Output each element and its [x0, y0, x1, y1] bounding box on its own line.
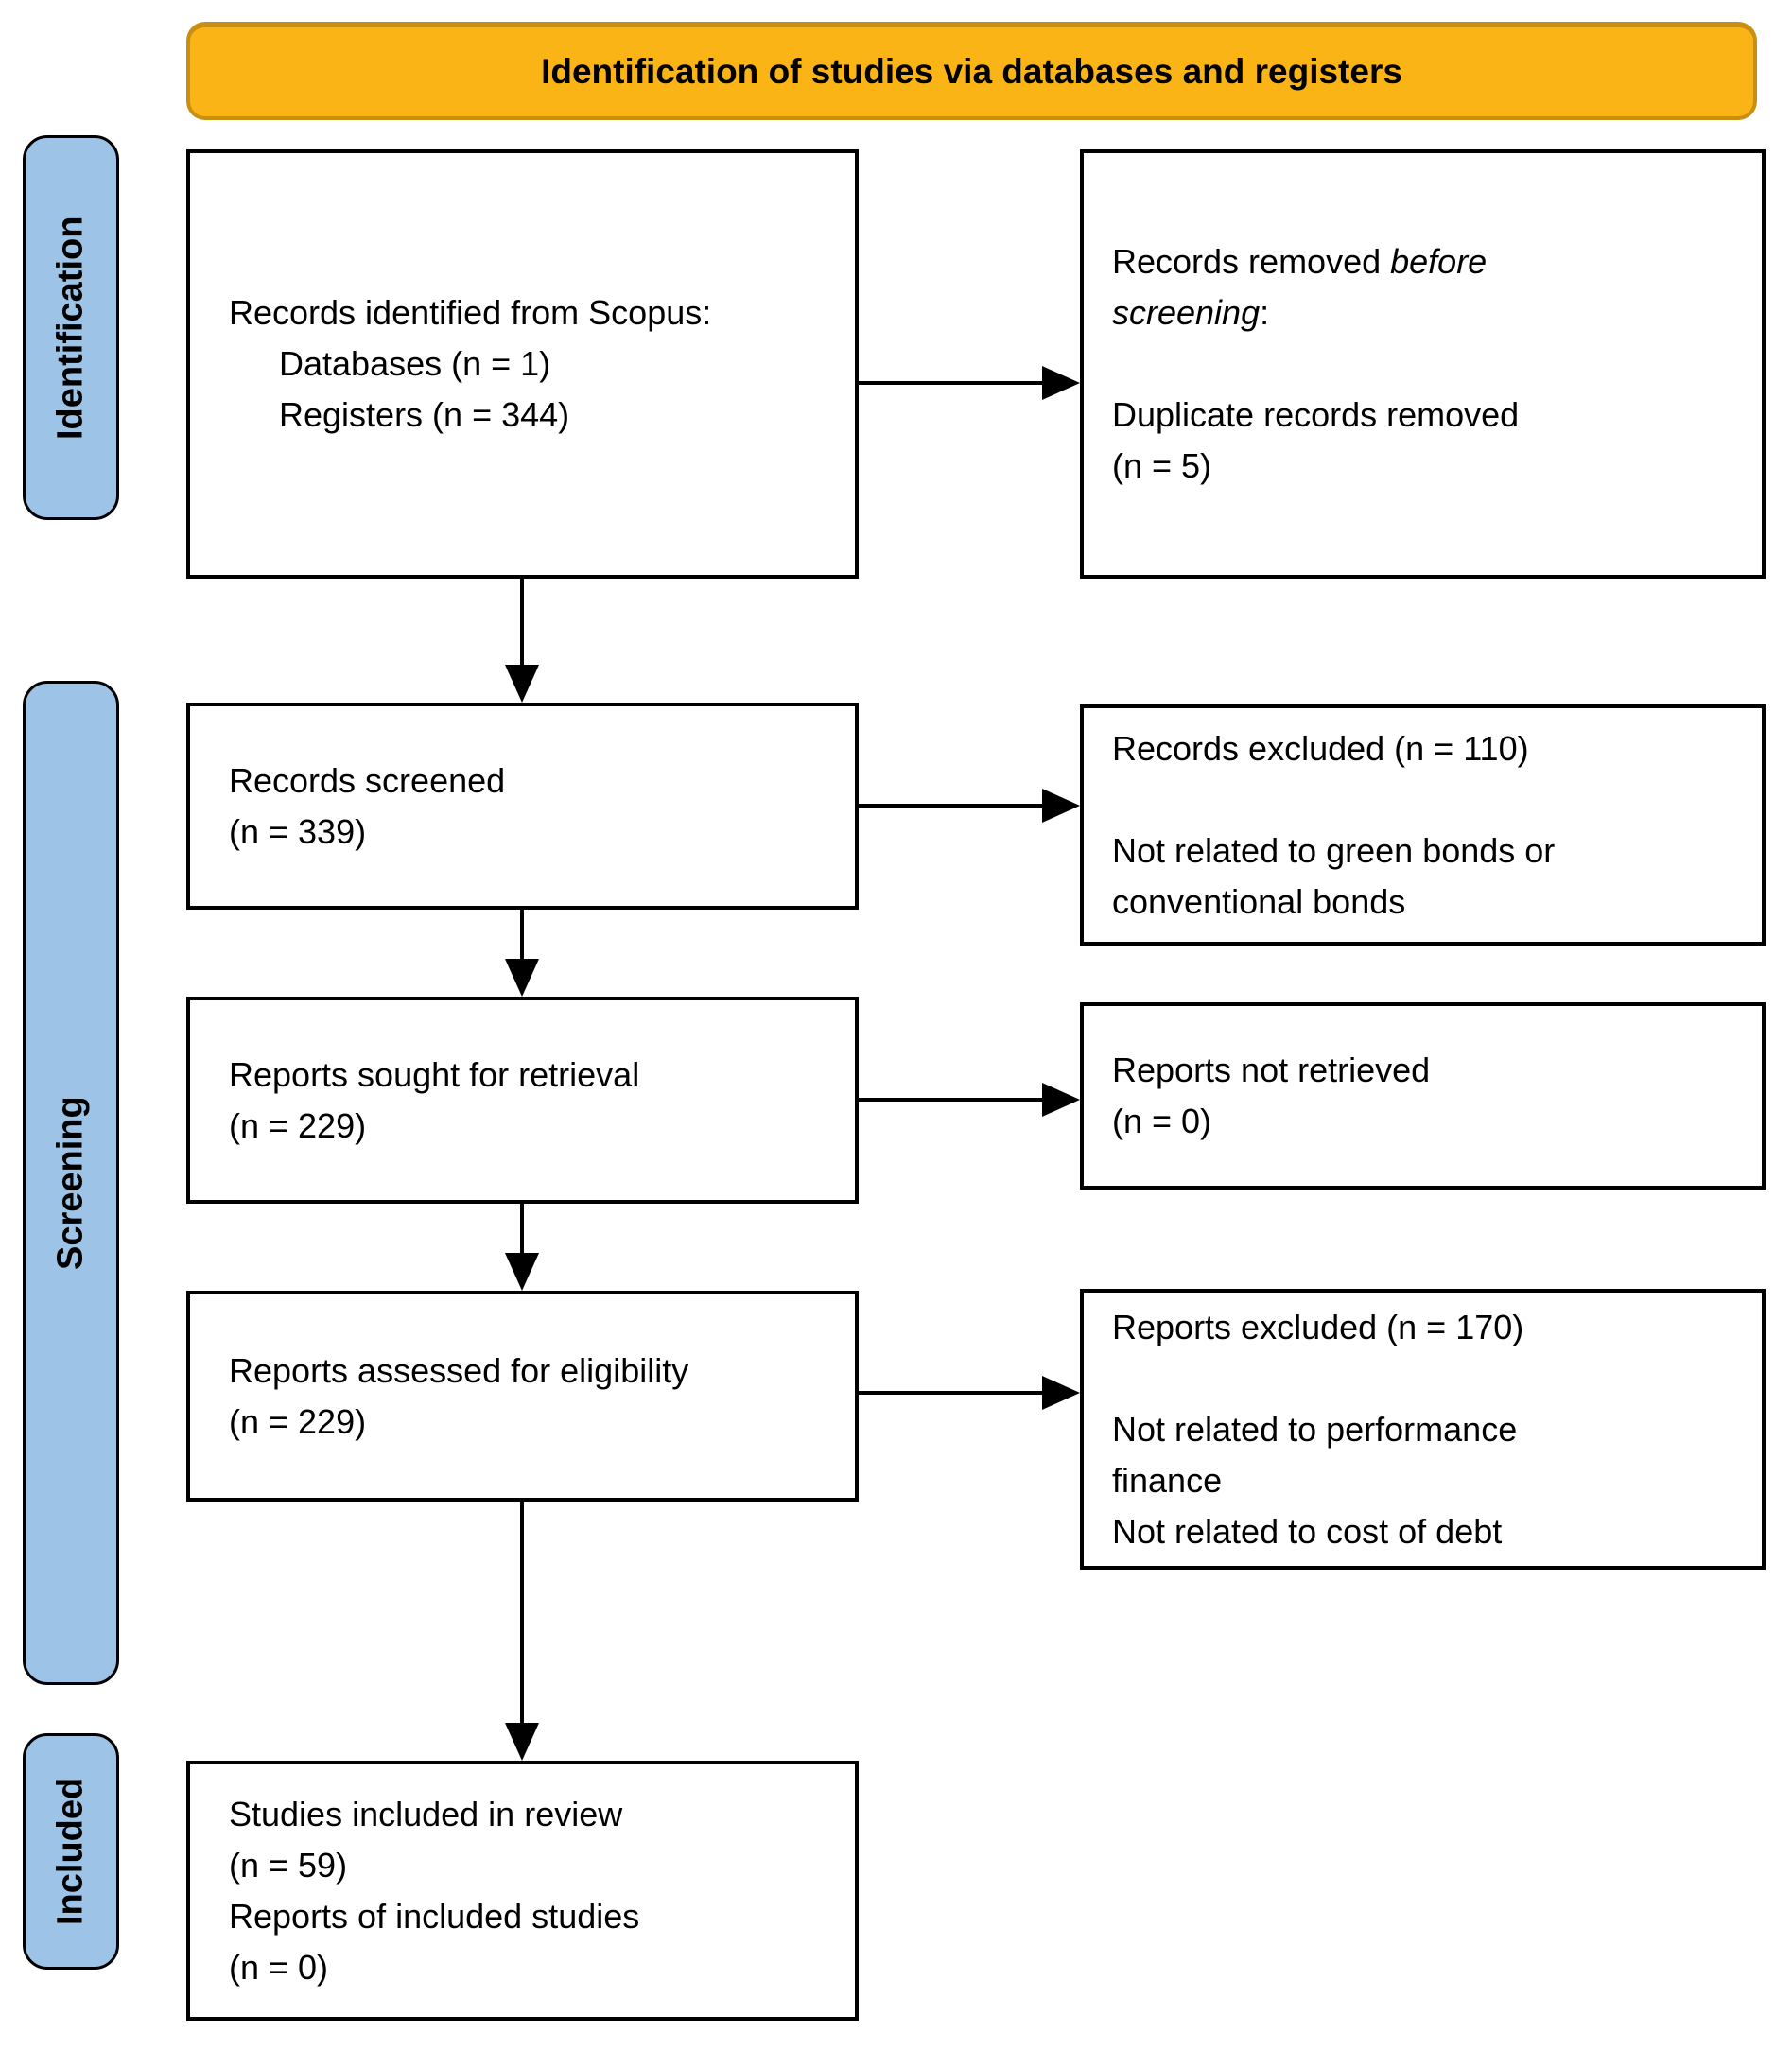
records-excluded-heading: Records excluded (n = 110): [1112, 728, 1529, 768]
box-records-identified: Records identified from Scopus: Database…: [186, 149, 859, 579]
records-removed-line1: Records removed before: [1112, 242, 1488, 281]
reports-sought-line: Reports sought for retrieval: [229, 1054, 640, 1094]
arrow-line: [520, 1204, 524, 1255]
stage-bar-identification: Identification: [23, 135, 119, 520]
arrow-head-down-icon: [505, 1253, 539, 1291]
box-records-removed: Records removed before screening: Duplic…: [1080, 149, 1766, 579]
banner-title: Identification of studies via databases …: [186, 22, 1757, 120]
records-screened-line: Records screened: [229, 760, 506, 800]
records-identified-databases: Databases (n = 1): [279, 344, 551, 383]
arrow-head-right-icon: [1042, 1083, 1080, 1117]
records-excluded-reason-2: conventional bonds: [1112, 881, 1406, 921]
reports-excluded-heading: Reports excluded (n = 170): [1112, 1307, 1524, 1346]
reports-excluded-reason-1: Not related to performance: [1112, 1409, 1518, 1449]
arrow-line: [520, 579, 524, 667]
reports-assessed-line: Reports assessed for eligibility: [229, 1350, 689, 1390]
records-identified-line: Records identified from Scopus:: [229, 293, 712, 332]
arrow-head-right-icon: [1042, 789, 1080, 823]
arrow-line: [859, 1391, 1044, 1395]
duplicates-removed-count: (n = 5): [1112, 446, 1212, 485]
banner-title-text: Identification of studies via databases …: [541, 52, 1402, 91]
reports-excluded-reason-3: Not related to cost of debt: [1112, 1511, 1503, 1551]
stage-bar-screening: Screening: [23, 681, 119, 1685]
arrow-line: [520, 1502, 524, 1725]
stage-label-identification: Identification: [50, 216, 91, 440]
records-identified-registers: Registers (n = 344): [279, 395, 570, 434]
duplicates-removed-line: Duplicate records removed: [1112, 395, 1520, 434]
box-studies-included: Studies included in review (n = 59) Repo…: [186, 1761, 859, 2021]
arrow-head-down-icon: [505, 665, 539, 703]
records-screened-count: (n = 339): [229, 811, 367, 851]
arrow-head-down-icon: [505, 1723, 539, 1761]
reports-excluded-reason-2: finance: [1112, 1460, 1223, 1500]
records-excluded-reason-1: Not related to green bonds or: [1112, 830, 1556, 870]
box-records-excluded: Records excluded (n = 110) Not related t…: [1080, 704, 1766, 946]
arrow-line: [859, 381, 1044, 385]
studies-included-count: (n = 59): [229, 1845, 348, 1885]
stage-label-screening: Screening: [50, 1096, 91, 1270]
studies-included-line: Studies included in review: [229, 1794, 623, 1833]
arrow-head-right-icon: [1042, 366, 1080, 400]
box-reports-not-retrieved: Reports not retrieved (n = 0): [1080, 1002, 1766, 1190]
box-reports-sought: Reports sought for retrieval (n = 229): [186, 997, 859, 1204]
reports-assessed-count: (n = 229): [229, 1401, 367, 1441]
arrow-line: [859, 804, 1044, 808]
stage-label-included: Included: [50, 1777, 91, 1926]
records-removed-line2: screening:: [1112, 293, 1270, 332]
box-records-screened: Records screened (n = 339): [186, 703, 859, 910]
reports-not-retrieved-line: Reports not retrieved: [1112, 1051, 1431, 1089]
reports-included-line: Reports of included studies: [229, 1896, 640, 1936]
arrow-head-down-icon: [505, 959, 539, 997]
reports-not-retrieved-count: (n = 0): [1112, 1102, 1212, 1140]
reports-sought-count: (n = 229): [229, 1105, 367, 1145]
arrow-head-right-icon: [1042, 1376, 1080, 1410]
stage-bar-included: Included: [23, 1733, 119, 1970]
box-reports-assessed: Reports assessed for eligibility (n = 22…: [186, 1291, 859, 1502]
box-reports-excluded: Reports excluded (n = 170) Not related t…: [1080, 1289, 1766, 1570]
arrow-line: [859, 1098, 1044, 1102]
reports-included-count: (n = 0): [229, 1947, 329, 1987]
arrow-line: [520, 910, 524, 961]
